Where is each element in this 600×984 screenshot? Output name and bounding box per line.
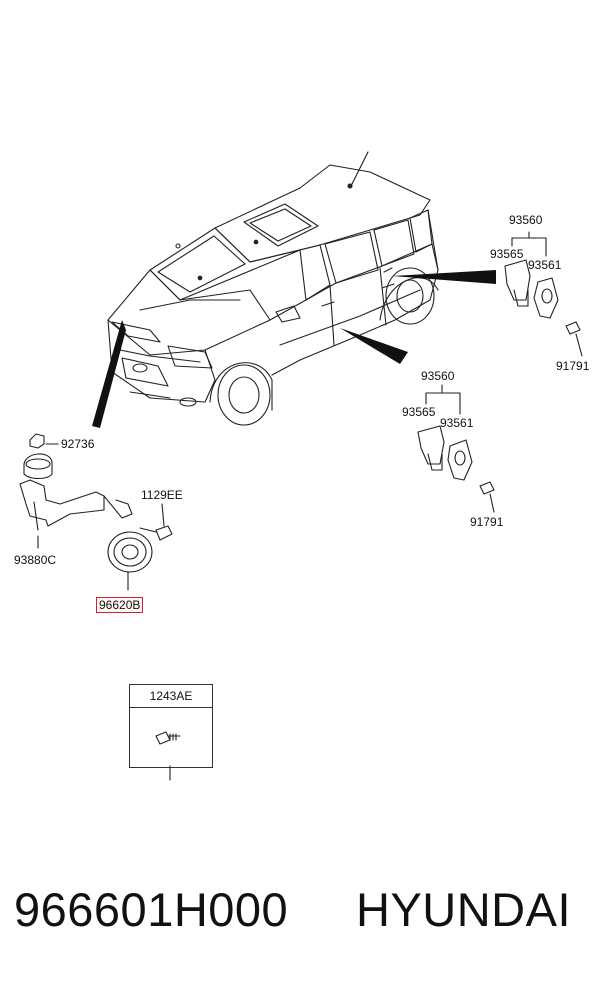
label-92736: 92736 bbox=[61, 437, 95, 451]
label-93560-right: 93560 bbox=[509, 213, 543, 227]
brand-name: HYUNDAI bbox=[356, 883, 572, 936]
part-number: 966601H000 bbox=[14, 883, 289, 936]
pointer-wedges bbox=[92, 270, 496, 428]
horn-assembly bbox=[19, 433, 173, 591]
label-93565-mid: 93565 bbox=[402, 405, 436, 419]
label-96620b-highlighted: 96620B bbox=[96, 597, 144, 613]
label-93561-right: 93561 bbox=[528, 258, 562, 272]
inset-box: 1243AE bbox=[129, 684, 213, 768]
inset-bolt-icon bbox=[155, 731, 181, 781]
right-sensor-assembly bbox=[504, 231, 583, 357]
car-illustration bbox=[107, 164, 439, 426]
label-1243ae: 1243AE bbox=[130, 685, 212, 708]
label-91791-right: 91791 bbox=[556, 359, 590, 373]
label-91791-mid: 91791 bbox=[470, 515, 504, 529]
label-93880c: 93880C bbox=[14, 553, 57, 567]
middle-sensor-assembly bbox=[417, 384, 495, 513]
label-93560-mid: 93560 bbox=[421, 369, 455, 383]
label-93561-mid: 93561 bbox=[440, 416, 474, 430]
parts-diagram bbox=[19, 151, 583, 781]
label-93565-right: 93565 bbox=[490, 247, 524, 261]
label-1129ee: 1129EE bbox=[141, 488, 183, 502]
